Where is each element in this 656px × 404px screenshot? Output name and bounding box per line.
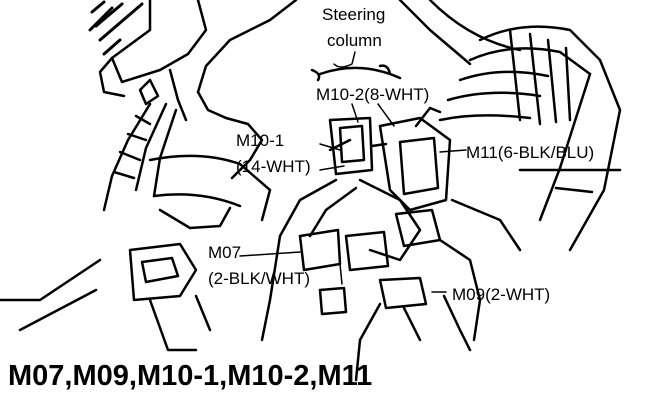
leader-m07: [239, 251, 301, 257]
label-m10-2: M10-2(8-WHT): [316, 85, 429, 104]
left-harness-bundle: [102, 102, 272, 230]
label-m07-line1: M07: [208, 243, 241, 262]
leader-m10-1b: [319, 165, 345, 171]
label-m10-1-line2: (14-WHT): [236, 157, 311, 176]
leader-m11: [439, 149, 467, 153]
lower-left-bracket: [0, 242, 212, 352]
hatched-corner: [88, 0, 144, 56]
leader-lines: [239, 51, 467, 293]
steering-column-shape: [196, 0, 522, 180]
leader-steering-column: [333, 51, 356, 68]
leader-m07b: [339, 263, 343, 285]
leader-m10-2: [351, 103, 359, 123]
label-m07-line2: (2-BLK/WHT): [208, 269, 310, 288]
label-m09: M09(2-WHT): [452, 285, 550, 304]
label-steering-line1: Steering: [322, 5, 385, 24]
label-m11: M11(6-BLK/BLU): [466, 143, 594, 162]
module-housing: [98, 0, 208, 122]
right-harness-bundle: [438, 25, 622, 252]
leader-m10-1: [319, 143, 341, 151]
leader-m10-2b: [377, 103, 395, 127]
label-m10-1-line1: M10-1: [236, 131, 284, 150]
connector-list-caption: M07,M09,M10-1,M10-2,M11: [8, 360, 373, 392]
label-steering-line2: column: [327, 31, 382, 50]
